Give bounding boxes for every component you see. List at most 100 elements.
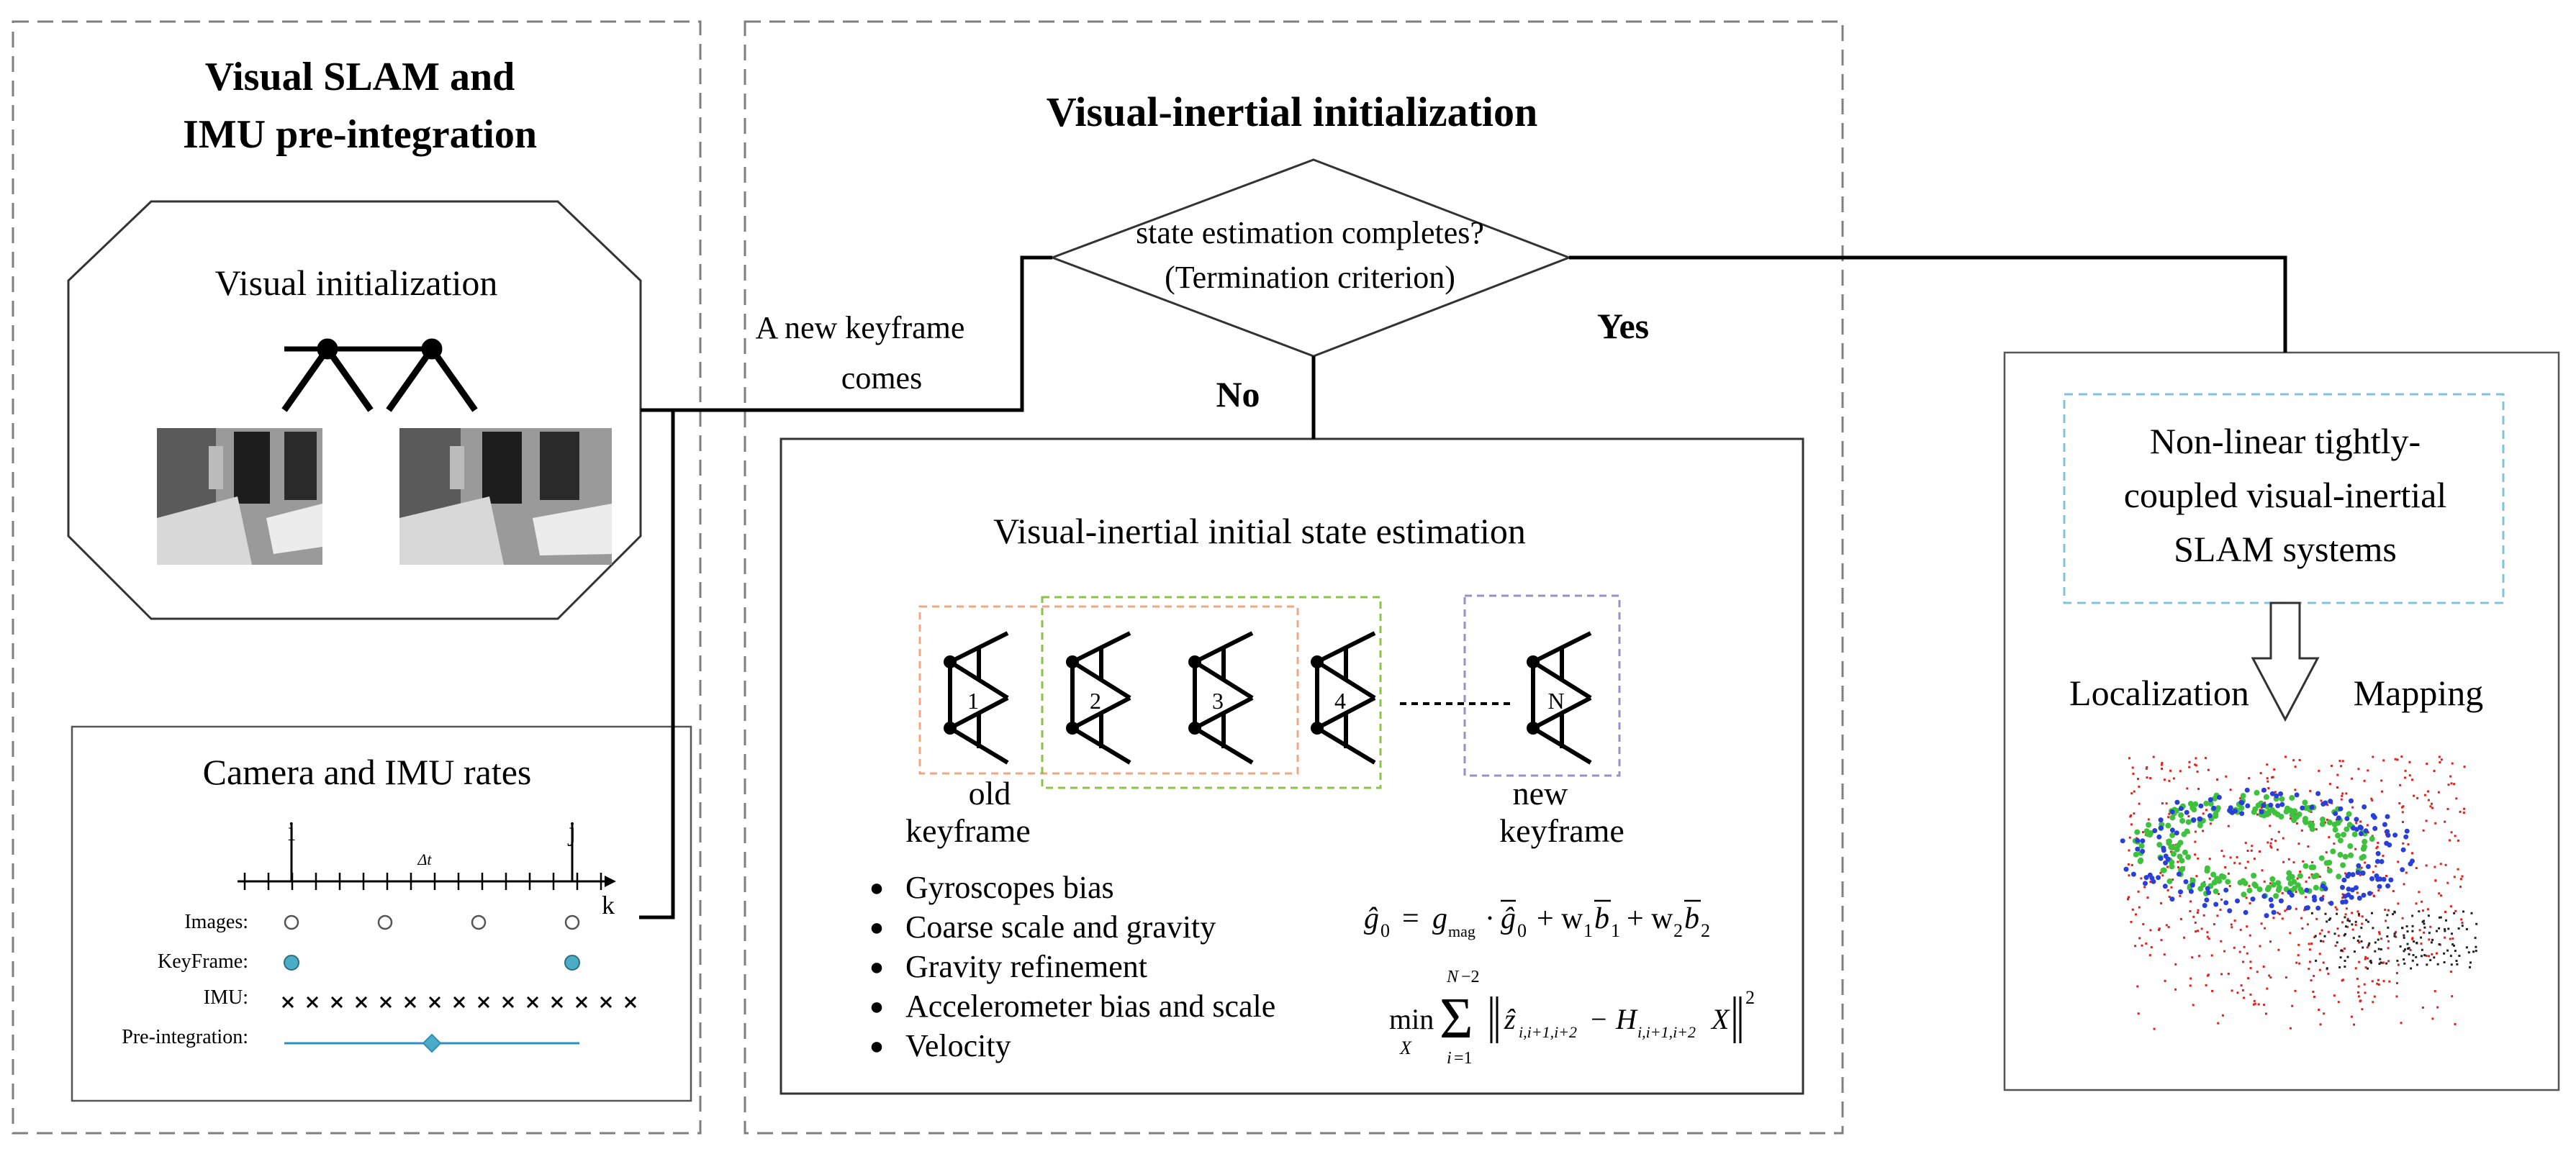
new-keyframe-label-line1: A new keyframe [756, 310, 965, 345]
right-panel [2003, 351, 2560, 1091]
step-item: Accelerometer bias and scale [905, 989, 1275, 1024]
keyframe-glyph: 3 [1188, 631, 1254, 765]
new-keyframe-line2: keyframe [1499, 812, 1624, 849]
imu-markers [281, 996, 637, 1009]
state-estimation-box [779, 437, 1804, 1095]
svg-text:=: = [1402, 902, 1419, 935]
svg-text:+ w: + w [1627, 902, 1673, 935]
svg-text:ĝ: ĝ [1501, 902, 1516, 935]
svg-text:mag: mag [1448, 922, 1475, 940]
left-panel-title-line1: Visual SLAM and [205, 55, 515, 99]
svg-text:2: 2 [1701, 920, 1710, 941]
step-bullet: ● [869, 1033, 885, 1060]
old-keyframe-line2: keyframe [905, 812, 1031, 849]
estimation-steps: ● Gyroscopes bias ● Coarse scale and gra… [869, 870, 1276, 1063]
svg-text:ĝ: ĝ [1364, 902, 1379, 935]
middle-panel [744, 20, 1844, 1135]
row-imu-label: IMU: [204, 986, 248, 1009]
svg-text:min: min [1389, 1003, 1434, 1035]
camera-image-left [157, 428, 322, 565]
svg-text:Σ: Σ [1440, 987, 1473, 1050]
keyframe-glyph: N [1527, 631, 1592, 765]
termination-decision [1049, 158, 1573, 358]
svg-text:2: 2 [1673, 920, 1683, 941]
output-arrow [2251, 601, 2320, 722]
keyframe-number: 4 [1334, 688, 1346, 714]
step-item: Gravity refinement [905, 949, 1147, 984]
svg-text:2: 2 [1745, 987, 1755, 1008]
svg-text:H: H [1615, 1003, 1638, 1035]
row-preint-label: Pre-integration: [122, 1026, 248, 1048]
delta-t-label: Δt [417, 850, 432, 868]
svg-text:i,i+1,i+2: i,i+1,i+2 [1519, 1023, 1577, 1041]
triangulation-icon [281, 338, 478, 412]
keyframe-glyph: 2 [1066, 631, 1131, 765]
svg-text:N: N [1446, 968, 1460, 986]
tick-j-label: j [567, 817, 577, 847]
left-panel-title-line2: IMU pre-integration [183, 112, 537, 157]
svg-text:−: − [1591, 1003, 1607, 1035]
point-cloud-map [2120, 755, 2478, 1030]
localization-label: Localization [2069, 673, 2249, 713]
svg-text:b: b [1594, 902, 1609, 935]
new-keyframe-label-line2: comes [841, 360, 922, 396]
keyframe-number: 3 [1212, 688, 1224, 714]
image-markers [284, 914, 580, 930]
keyframe-glyph: 4 [1311, 631, 1376, 765]
rates-timeline [238, 824, 616, 890]
svg-text:i,i+1,i+2: i,i+1,i+2 [1637, 1023, 1696, 1041]
keyframe-number: 2 [1090, 688, 1101, 714]
slam-system-line1: Non-linear tightly- [2150, 421, 2421, 461]
window-purple [1463, 594, 1621, 777]
step-bullet: ● [869, 875, 885, 902]
decision-line2: (Termination criterion) [1165, 260, 1455, 295]
keyframe-number: 1 [967, 688, 979, 714]
keyframe-markers [284, 955, 580, 971]
svg-text:=1: =1 [1454, 1049, 1473, 1068]
no-label: No [1216, 374, 1260, 414]
optimization-equation: min X N −2 Σ i =1 ẑ i,i+1,i+2 − H i,i+1,… [1389, 968, 1755, 1068]
step-bullet: ● [869, 994, 885, 1020]
svg-text:i: i [1447, 1049, 1452, 1068]
tick-i-label: i [288, 817, 296, 847]
svg-text:ẑ: ẑ [1504, 1003, 1516, 1035]
state-estimation-title: Visual-inertial initial state estimation [993, 511, 1526, 551]
left-panel [12, 20, 702, 1135]
new-keyframe-line1: new [1513, 775, 1568, 812]
svg-text:1: 1 [1583, 920, 1593, 941]
mapping-label: Mapping [2354, 673, 2484, 713]
step-item: Gyroscopes bias [905, 870, 1114, 905]
keyframe-glyph: 1 [944, 631, 1009, 765]
rates-box [71, 725, 692, 1102]
svg-text:X: X [1399, 1037, 1412, 1058]
svg-text:0: 0 [1380, 920, 1390, 941]
svg-text:b: b [1684, 902, 1699, 935]
window-green [1041, 596, 1382, 789]
keyframe-number: N [1547, 688, 1564, 714]
step-item: Velocity [905, 1028, 1011, 1063]
svg-text:0: 0 [1517, 920, 1527, 941]
yes-label: Yes [1597, 306, 1649, 346]
visual-initialization-title: Visual initialization [215, 263, 498, 303]
step-bullet: ● [869, 954, 885, 981]
old-keyframe-line1: old [969, 775, 1011, 812]
step-item: Coarse scale and gravity [905, 909, 1216, 945]
svg-text:1: 1 [1611, 920, 1620, 941]
camera-image-right [399, 428, 612, 565]
svg-text:·: · [1485, 902, 1495, 935]
step-bullet: ● [869, 914, 885, 941]
svg-text:g: g [1432, 902, 1447, 935]
flow-connectors [639, 255, 2287, 919]
preintegration-line [284, 1033, 579, 1053]
middle-panel-title: Visual-inertial initialization [1047, 88, 1538, 135]
slam-system-line3: SLAM systems [2174, 529, 2397, 569]
row-images-label: Images: [184, 911, 248, 933]
row-keyframe-label: KeyFrame: [158, 950, 248, 973]
gravity-equation: ĝ 0 = g mag · ĝ 0 + w 1 b 1 + w 2 b 2 [1364, 899, 1710, 941]
svg-text:−2: −2 [1461, 968, 1480, 986]
svg-text:X: X [1710, 1003, 1730, 1035]
rates-title: Camera and IMU rates [203, 752, 532, 792]
decision-line1: state estimation completes? [1136, 215, 1484, 250]
window-orange [918, 605, 1299, 775]
